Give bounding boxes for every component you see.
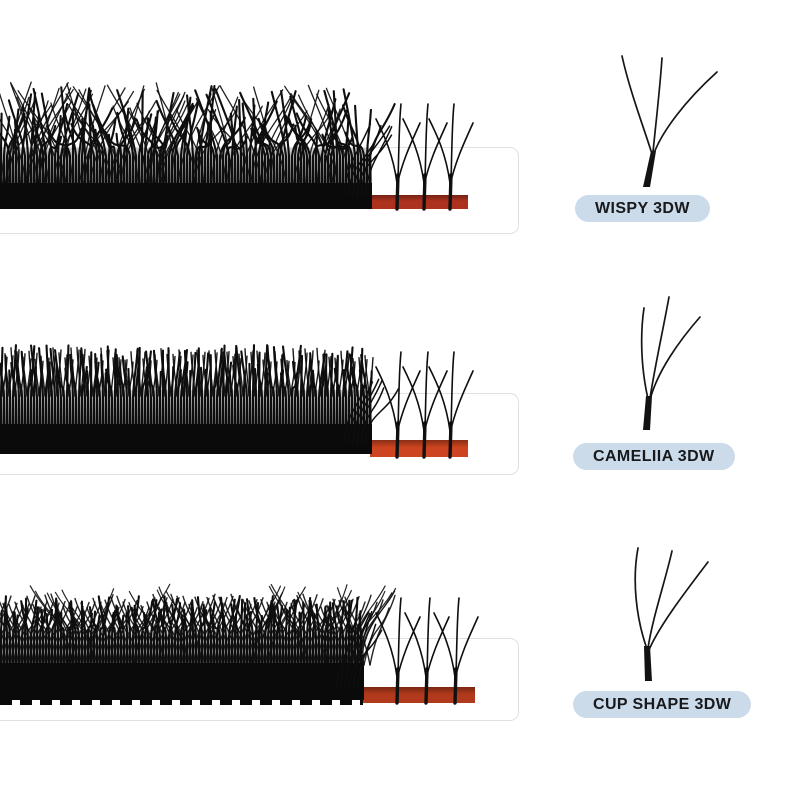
- style-badge: CAMELIIA 3DW: [573, 443, 735, 470]
- adhesive-tape-strip: [370, 440, 468, 457]
- w-shaped-lash-cluster-icon: [640, 296, 701, 430]
- w-shaped-lash-cluster-icon: [621, 55, 718, 187]
- style-badge-label: CAMELIIA 3DW: [593, 448, 715, 465]
- perforated-strip-edge: [0, 700, 363, 705]
- style-badge: WISPY 3DW: [575, 195, 710, 222]
- adhesive-tape-strip: [362, 687, 475, 703]
- lash-strip: [0, 81, 396, 209]
- lash-strip: [0, 344, 374, 454]
- style-badge-label: WISPY 3DW: [595, 200, 690, 217]
- adhesive-tape-strip: [370, 195, 468, 209]
- lash-clusters-on-tape: [335, 597, 479, 705]
- style-badge-label: CUP SHAPE 3DW: [593, 696, 732, 713]
- w-shaped-lash-cluster-icon: [634, 547, 709, 681]
- lash-strip: [0, 583, 397, 700]
- lash-clusters-on-tape: [343, 103, 474, 211]
- style-badge: CUP SHAPE 3DW: [573, 691, 752, 718]
- lash-clusters-on-tape: [343, 351, 474, 459]
